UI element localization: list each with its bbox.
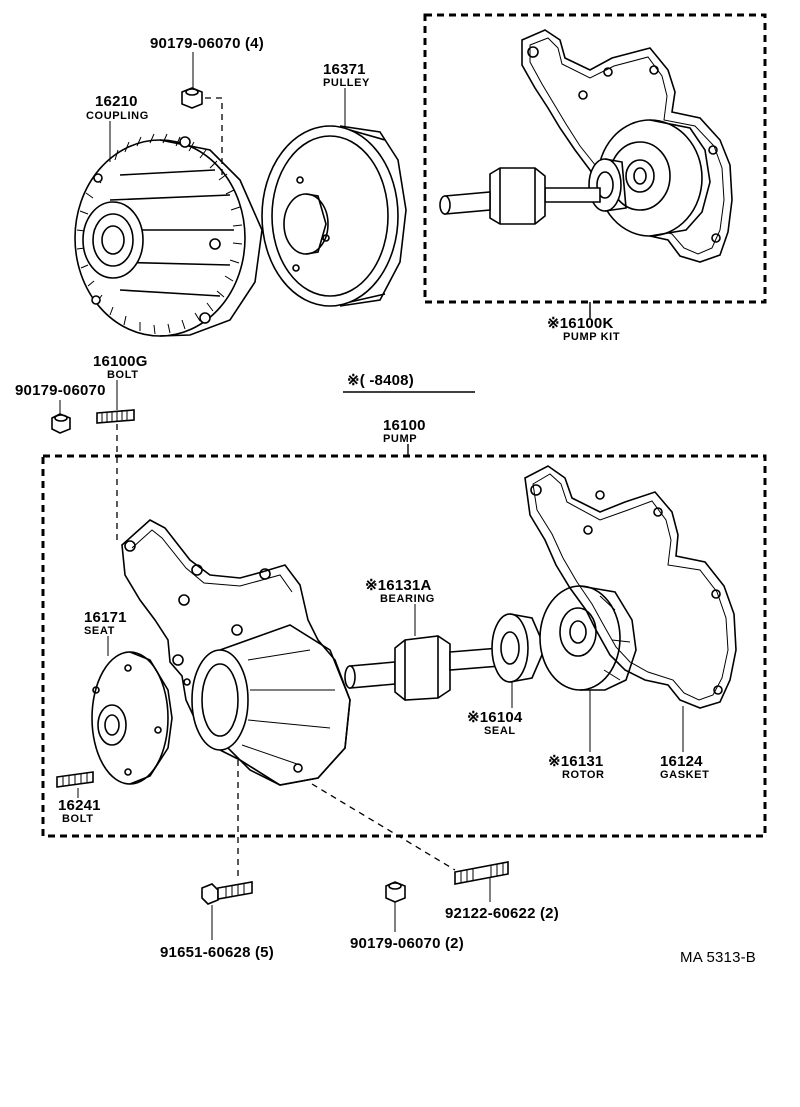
flange-bolt-number: 91651-60628 (5) bbox=[160, 944, 274, 961]
pump-kit-illustration bbox=[439, 29, 733, 263]
seat-name: SEAT bbox=[84, 625, 115, 637]
version-note: ※( -8408) bbox=[347, 372, 414, 389]
bearing-name: BEARING bbox=[380, 593, 435, 605]
seat-number: 16171 bbox=[84, 609, 127, 626]
coupling-nut-illustration bbox=[181, 87, 203, 109]
seat-illustration bbox=[91, 651, 173, 785]
stud-bolt-name: BOLT bbox=[107, 369, 139, 381]
gasket-number: 16124 bbox=[660, 753, 703, 770]
pump-number: 16100 bbox=[383, 417, 426, 434]
fan-coupling-illustration bbox=[74, 133, 263, 337]
bearing-illustration bbox=[344, 635, 501, 701]
pulley-name: PULLEY bbox=[323, 77, 370, 89]
seal-number: ※16104 bbox=[467, 709, 523, 726]
seat-bolt-name: BOLT bbox=[62, 813, 94, 825]
stud-nut-number: 90179-06070 bbox=[15, 382, 106, 399]
pump-body-illustration bbox=[121, 519, 351, 786]
stud-nut-illustration bbox=[51, 413, 71, 434]
seal-name: SEAL bbox=[484, 725, 516, 737]
pump-kit-number: ※16100K bbox=[547, 315, 614, 332]
lower-stud-number: 92122-60622 (2) bbox=[445, 905, 559, 922]
bearing-number: ※16131A bbox=[365, 577, 432, 594]
pump-name: PUMP bbox=[383, 433, 417, 445]
pulley-illustration bbox=[261, 125, 407, 307]
pump-kit-name: PUMP KIT bbox=[563, 331, 620, 343]
coupling-number: 16210 bbox=[95, 93, 138, 110]
pulley-number: 16371 bbox=[323, 61, 366, 78]
pump-kit-frame bbox=[423, 13, 767, 318]
diagram-reference-code: MA 5313-B bbox=[680, 949, 756, 966]
coupling-name: COUPLING bbox=[86, 110, 149, 122]
lower-stud-illustration bbox=[454, 861, 509, 885]
seal-illustration bbox=[491, 613, 546, 683]
lower-nut-number: 90179-06070 (2) bbox=[350, 935, 464, 952]
stud-bolt-illustration bbox=[96, 409, 135, 424]
rotor-number: ※16131 bbox=[548, 753, 603, 770]
pump-assembly-frame bbox=[41, 454, 767, 838]
seat-bolt-number: 16241 bbox=[58, 797, 101, 814]
rotor-name: ROTOR bbox=[562, 769, 605, 781]
rotor-illustration bbox=[539, 585, 637, 691]
coupling-nut-number: 90179-06070 (4) bbox=[150, 35, 264, 52]
stud-bolt-number: 16100G bbox=[93, 353, 148, 370]
flange-bolt-illustration bbox=[201, 881, 253, 905]
lower-nut-illustration bbox=[385, 881, 406, 903]
gasket-illustration bbox=[524, 465, 737, 709]
gasket-name: GASKET bbox=[660, 769, 709, 781]
seat-bolt-illustration bbox=[56, 771, 94, 788]
